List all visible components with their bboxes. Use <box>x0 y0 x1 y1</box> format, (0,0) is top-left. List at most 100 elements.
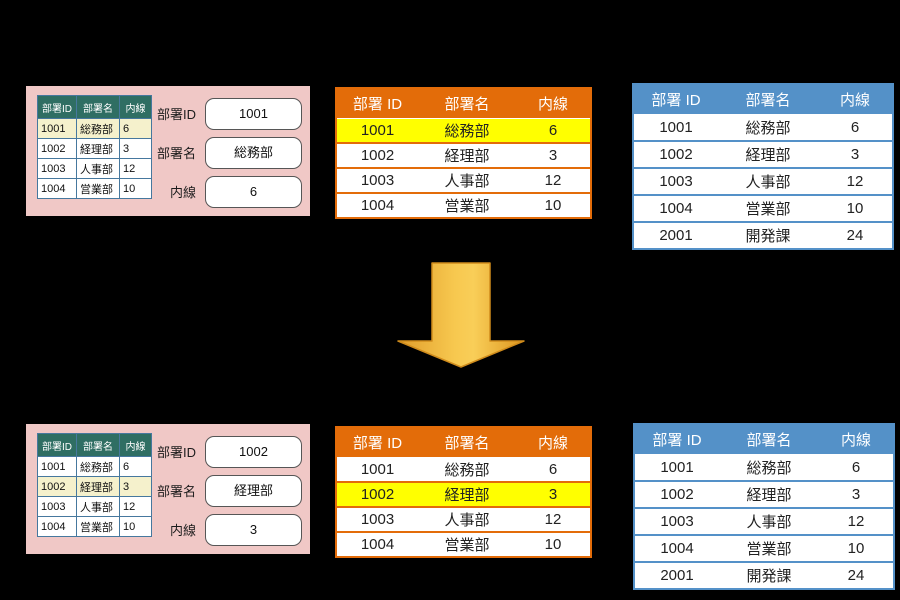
table-cell: 営業部 <box>719 534 819 562</box>
table-cell: 総務部 <box>76 456 120 477</box>
column-header: 内線 <box>516 88 591 119</box>
field-extension-input[interactable]: 6 <box>205 176 302 208</box>
field-dept-name-input[interactable]: 経理部 <box>205 475 302 507</box>
field-extension-input[interactable]: 3 <box>205 514 302 546</box>
table-cell: 6 <box>818 114 893 141</box>
table-cell: 開発課 <box>719 561 819 589</box>
table-cell: 1003 <box>633 167 718 195</box>
column-header: 部署名 <box>418 88 516 119</box>
table-cell: 営業部 <box>418 531 516 557</box>
column-header: 部署名 <box>418 427 516 458</box>
column-header: 部署ID <box>37 433 77 457</box>
table-cell: 総務部 <box>418 118 516 143</box>
table-cell: 経理部 <box>418 142 516 168</box>
column-header: 部署 ID <box>336 427 418 458</box>
table-cell: 10 <box>819 534 894 562</box>
table-cell: 1003 <box>336 506 418 532</box>
field-dept-name-label: 部署名 <box>156 484 196 499</box>
table-cell: 1004 <box>336 531 418 557</box>
column-header: 部署ID <box>37 95 77 119</box>
table-cell: 1004 <box>634 534 719 562</box>
table-cell: 1001 <box>37 456 77 477</box>
column-header: 内線 <box>516 427 591 458</box>
down-arrow <box>397 262 525 368</box>
column-header: 部署名 <box>76 433 120 457</box>
table-cell: 1002 <box>336 481 418 507</box>
table-cell: 1003 <box>336 167 418 193</box>
table-cell: 3 <box>119 476 152 497</box>
table-cell: 総務部 <box>418 457 516 482</box>
table-cell: 経理部 <box>418 481 516 507</box>
table-cell: 1002 <box>633 140 718 168</box>
table-cell: 12 <box>119 496 152 517</box>
table-cell: 総務部 <box>718 114 818 141</box>
field-dept-id-label: 部署ID <box>156 107 196 122</box>
table-cell: 10 <box>818 194 893 222</box>
form-field-row: 部署名 経理部 <box>116 475 302 508</box>
form-field-row: 部署ID 1001 <box>116 98 302 131</box>
table-cell: 経理部 <box>76 476 120 497</box>
table-cell: 人事部 <box>719 507 819 535</box>
table-cell: 人事部 <box>76 496 120 517</box>
form-field-row: 部署名 総務部 <box>116 137 302 170</box>
table-cell: 6 <box>119 118 152 139</box>
form-field-row: 内線 6 <box>116 176 302 209</box>
table-cell: 3 <box>818 140 893 168</box>
table-cell: 3 <box>119 138 152 159</box>
field-dept-name-input[interactable]: 総務部 <box>205 137 302 169</box>
table-cell: 12 <box>516 167 591 193</box>
table-cell: 1003 <box>634 507 719 535</box>
table-cell: 10 <box>119 178 152 199</box>
table-cell: 1002 <box>336 142 418 168</box>
table-cell: 24 <box>818 221 893 249</box>
table-cell: 開発課 <box>718 221 818 249</box>
field-extension-label: 内線 <box>169 185 196 200</box>
table-cell: 10 <box>516 192 591 218</box>
table-cell: 営業部 <box>76 516 120 537</box>
table-cell: 1002 <box>37 476 77 497</box>
table-cell: 2001 <box>633 221 718 249</box>
table-cell: 1001 <box>634 454 719 481</box>
table-cell: 経理部 <box>76 138 120 159</box>
table-cell: 24 <box>819 561 894 589</box>
table-cell: 人事部 <box>76 158 120 179</box>
table-cell: 1001 <box>633 114 718 141</box>
table-cell: 2001 <box>634 561 719 589</box>
table-cell: 経理部 <box>719 480 819 508</box>
form-field-row: 内線 3 <box>116 514 302 547</box>
table-cell: 3 <box>819 480 894 508</box>
table-cell: 経理部 <box>718 140 818 168</box>
field-dept-id-input[interactable]: 1001 <box>205 98 302 130</box>
column-header: 部署名 <box>719 424 819 455</box>
table-cell: 人事部 <box>418 506 516 532</box>
field-dept-id-input[interactable]: 1002 <box>205 436 302 468</box>
table-cell: 12 <box>819 507 894 535</box>
table-cell: 総務部 <box>719 454 819 481</box>
table-cell: 6 <box>819 454 894 481</box>
column-header: 部署名 <box>76 95 120 119</box>
table-cell: 10 <box>516 531 591 557</box>
table-cell: 6 <box>516 118 591 143</box>
